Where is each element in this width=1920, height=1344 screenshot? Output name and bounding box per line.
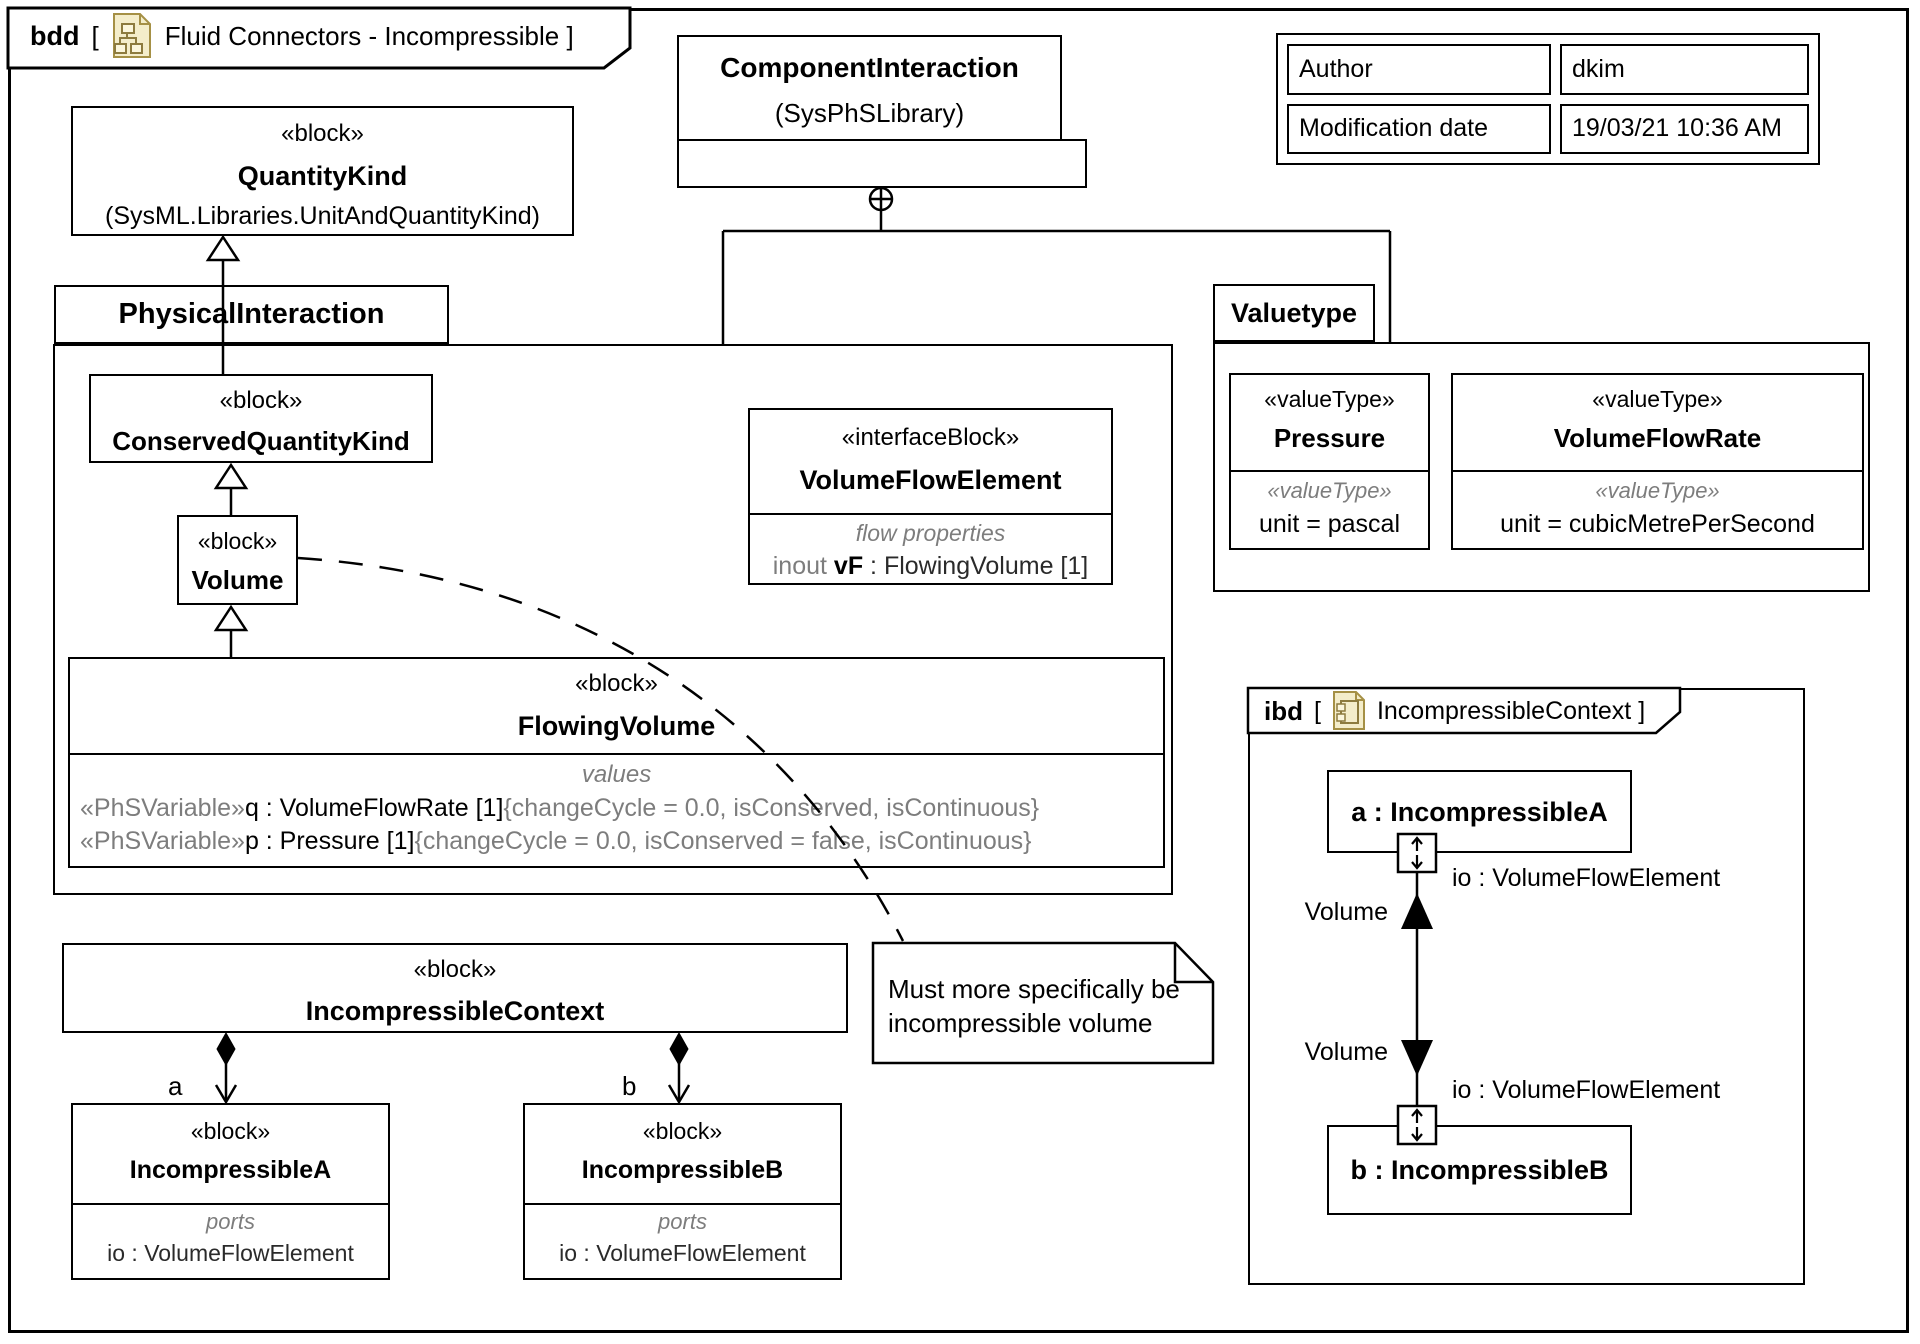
stereotype-label: «block» (413, 956, 497, 983)
unit-value: unit = pascal (1258, 510, 1401, 538)
block-header: «block» IncompressibleA (73, 1105, 388, 1203)
ibd-connector-label-top: Volume (1304, 898, 1388, 926)
annotation-table: Author dkim Modification date 19/03/21 1… (1276, 33, 1820, 165)
block-name: IncompressibleA (129, 1156, 332, 1184)
block-name: IncompressibleContext (305, 996, 605, 1026)
note-comment[interactable]: Must more specifically be incompressible… (888, 974, 1180, 1038)
valuetype-pressure[interactable]: «valueType» Pressure «valueType» unit = … (1229, 373, 1430, 550)
block-name: FlowingVolume (517, 711, 716, 741)
part-label-b: b (622, 1071, 637, 1101)
ibd-port-b-label: io : VolumeFlowElement (1452, 1076, 1721, 1104)
block-header: «block» FlowingVolume (70, 659, 1163, 753)
block-name: Pressure (1273, 423, 1386, 453)
block-flowing-volume[interactable]: «block» FlowingVolume values «PhSVariabl… (68, 657, 1165, 868)
unit-value: unit = cubicMetrePerSecond (1500, 510, 1815, 538)
table-row: Author dkim (1287, 44, 1809, 95)
moddate-value-cell: 19/03/21 10:36 AM (1560, 103, 1809, 154)
block-name: ConservedQuantityKind (112, 426, 410, 456)
ibd-part-a[interactable]: a : IncompressibleA (1327, 770, 1632, 853)
interface-block-volume-flow-element[interactable]: «interfaceBlock» VolumeFlowElement flow … (748, 408, 1113, 585)
values-compartment: values «PhSVariable»q : VolumeFlowRate [… (70, 753, 1163, 858)
ibd-port-a-label: io : VolumeFlowElement (1452, 864, 1721, 892)
value-property-q: «PhSVariable»q : VolumeFlowRate [1]{chan… (80, 794, 1040, 822)
library-label: (SysPhSLibrary) (774, 98, 965, 128)
moddate-label-cell: Modification date (1287, 103, 1551, 154)
block-quantity-kind[interactable]: «block» QuantityKind (SysML.Libraries.Un… (71, 106, 574, 236)
library-label: (SysML.Libraries.UnitAndQuantityKind) (105, 202, 540, 230)
port-declaration: io : VolumeFlowElement (559, 1240, 806, 1266)
ports-compartment: ports io : VolumeFlowElement (525, 1203, 840, 1269)
block-name: IncompressibleB (581, 1156, 784, 1184)
diagram-title: IncompressibleContext ] (1376, 696, 1646, 725)
block-name: QuantityKind (237, 161, 408, 191)
diagram-kind-label: ibd (1264, 695, 1303, 726)
stereotype-label: «block» (281, 120, 364, 147)
package-valuetype-title[interactable]: Valuetype (1213, 284, 1375, 342)
tab-open-bracket: [ (91, 21, 99, 51)
block-header: «interfaceBlock» VolumeFlowElement (750, 410, 1111, 513)
compartment-stereotype: «valueType» (1267, 478, 1392, 503)
ibd-diagram-icon (1332, 691, 1365, 730)
stereotype-label: «block» (219, 387, 303, 414)
author-value-cell: dkim (1560, 44, 1809, 95)
stereotype-label: «block» (642, 1118, 723, 1144)
author-label-cell: Author (1287, 44, 1551, 95)
diagram-kind-label: bdd (30, 21, 80, 51)
stereotype-label: «block» (575, 670, 658, 697)
part-label-a: a (168, 1071, 183, 1101)
block-incompressible-a[interactable]: «block» IncompressibleA ports io : Volum… (71, 1103, 390, 1280)
block-header: «block» IncompressibleB (525, 1105, 840, 1203)
block-incompressible-b[interactable]: «block» IncompressibleB ports io : Volum… (523, 1103, 842, 1280)
package-name: ComponentInteraction (720, 52, 1019, 83)
block-conserved-quantity-kind[interactable]: «block» ConservedQuantityKind (89, 374, 433, 463)
stereotype-label: «valueType» (1264, 386, 1395, 412)
compartment-label: values (581, 761, 652, 788)
block-header: «valueType» VolumeFlowRate (1453, 375, 1862, 470)
compartment-label: ports (658, 1209, 707, 1234)
tab-open-bracket: [ (1314, 696, 1321, 725)
valuetype-volume-flow-rate[interactable]: «valueType» VolumeFlowRate «valueType» u… (1451, 373, 1864, 550)
ibd-diagram-tab[interactable]: ibd [ IncompressibleContext ] (1248, 690, 1678, 732)
block-header: «valueType» Pressure (1231, 375, 1428, 470)
compartment-stereotype: «valueType» (1595, 478, 1720, 503)
ibd-connector-label-bottom: Volume (1304, 1038, 1388, 1066)
block-name: VolumeFlowElement (799, 465, 1062, 495)
package-physical-interaction-title[interactable]: PhysicalInteraction (54, 285, 449, 344)
bdd-diagram-tab[interactable]: bdd [ Fluid Connectors - Incompressible … (8, 11, 608, 61)
compartment-label: ports (206, 1209, 255, 1234)
diagram-title: Fluid Connectors - Incompressible ] (164, 21, 574, 51)
package-component-interaction[interactable]: ComponentInteraction (SysPhSLibrary) (677, 35, 1062, 141)
block-incompressible-context[interactable]: «block» IncompressibleContext (62, 943, 848, 1033)
compartment-label: flow properties (855, 520, 1006, 546)
block-name: VolumeFlowRate (1553, 423, 1762, 453)
stereotype-label: «block» (197, 528, 278, 554)
package-name: Valuetype (1230, 298, 1358, 328)
bdd-diagram-icon (112, 13, 151, 58)
flow-properties-compartment: flow properties inout vF : FlowingVolume… (750, 513, 1111, 583)
value-property-p: «PhSVariable»p : Pressure [1]{changeCycl… (80, 827, 1032, 855)
flow-property: inout vF : FlowingVolume [1] (772, 552, 1089, 580)
stereotype-label: «interfaceBlock» (841, 424, 1020, 451)
package-name: PhysicalInteraction (118, 298, 385, 330)
package-component-interaction-compartment[interactable] (677, 139, 1087, 188)
unit-compartment: «valueType» unit = pascal (1231, 470, 1428, 542)
block-name: Volume (191, 565, 284, 595)
stereotype-label: «valueType» (1592, 386, 1723, 412)
stereotype-label: «block» (190, 1118, 271, 1144)
block-volume[interactable]: «block» Volume (177, 515, 298, 605)
part-name: b : IncompressibleB (1350, 1155, 1609, 1185)
table-row: Modification date 19/03/21 10:36 AM (1287, 103, 1809, 154)
port-declaration: io : VolumeFlowElement (107, 1240, 354, 1266)
ports-compartment: ports io : VolumeFlowElement (73, 1203, 388, 1269)
ibd-part-b[interactable]: b : IncompressibleB (1327, 1125, 1632, 1215)
part-name: a : IncompressibleA (1351, 796, 1608, 827)
unit-compartment: «valueType» unit = cubicMetrePerSecond (1453, 470, 1862, 542)
